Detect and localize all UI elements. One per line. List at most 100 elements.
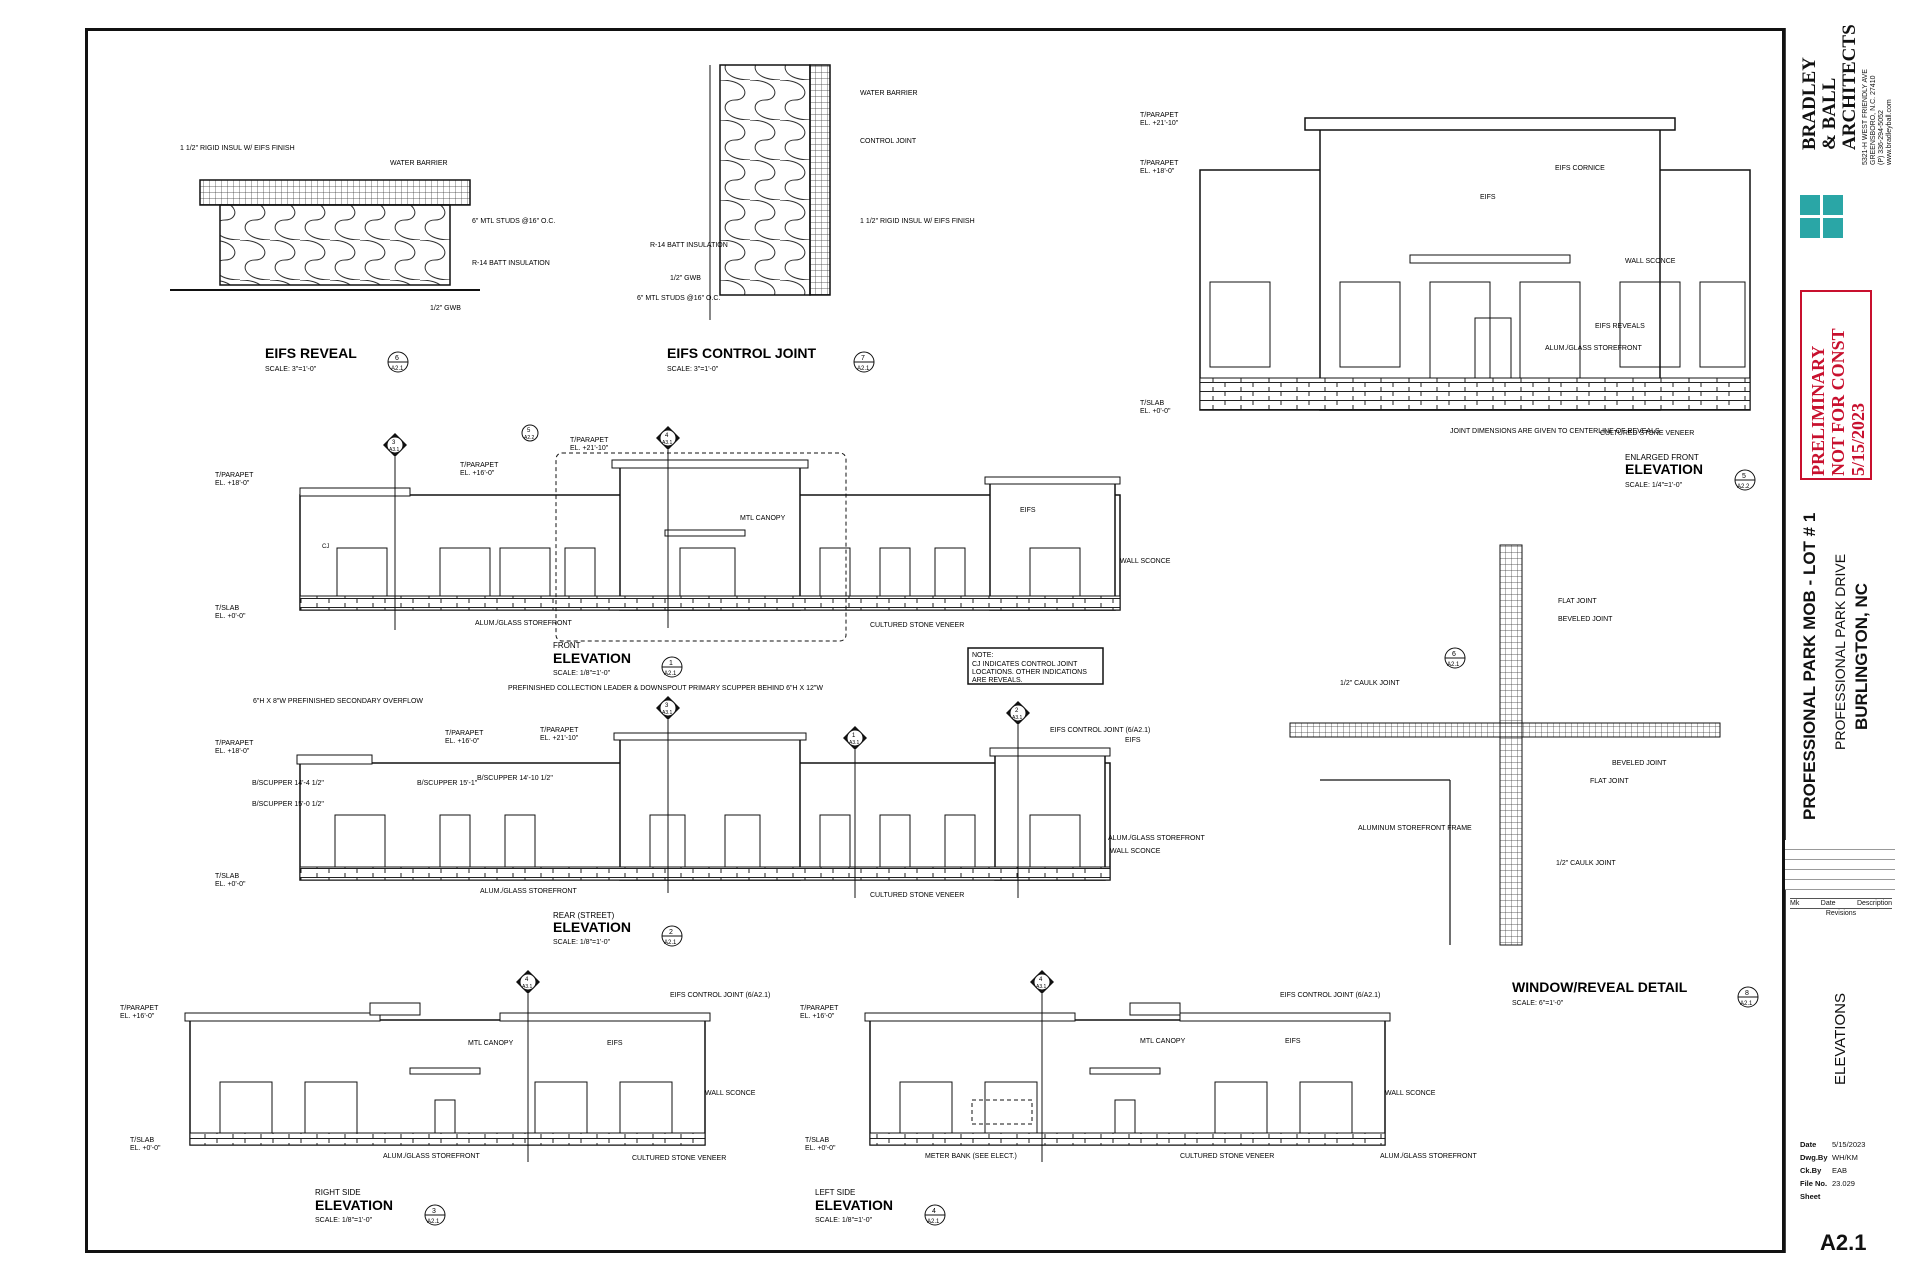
elevation-subtitle: LEFT SIDE: [815, 1188, 855, 1197]
detail-number: 6: [395, 355, 399, 362]
info-label: Date: [1800, 1140, 1817, 1149]
elevation-title: ELEVATION: [553, 650, 631, 666]
marker-sheet: A3.1: [849, 740, 860, 746]
detail-sheet: A2.1: [391, 366, 404, 372]
note: WATER BARRIER: [860, 90, 918, 97]
marker-number: 5: [527, 428, 531, 434]
note-text: ARE REVEALS.: [972, 677, 1023, 684]
note: BEVELED JOINT: [1612, 760, 1667, 767]
note: EIFS: [1480, 194, 1496, 201]
note: 1/2" GWB: [670, 275, 701, 282]
marker-number: 4: [525, 977, 529, 983]
note: ALUM./GLASS STOREFRONT: [475, 620, 572, 627]
detail-number: 1: [669, 660, 673, 667]
address-line: 5321-H WEST FRIENDLY AVE: [1862, 69, 1869, 165]
note-text: CJ INDICATES CONTROL JOINT: [972, 661, 1078, 668]
scupper-label: B/SCUPPER 14'-4 1/2": [252, 780, 324, 787]
elevation-title: ELEVATION: [553, 919, 631, 935]
level-label: T/PARAPET: [445, 730, 484, 737]
note: WATER BARRIER: [390, 160, 448, 167]
level-label: EL. +16'-0": [800, 1013, 835, 1020]
window-reveal-detail: FLAT JOINT BEVELED JOINT 1/2" CAULK JOIN…: [1289, 544, 1759, 1008]
elevation-subtitle: REAR (STREET): [553, 911, 615, 920]
note: CULTURED STONE VENEER: [1600, 430, 1694, 437]
level-label: T/SLAB: [1140, 400, 1164, 407]
detail-title: EIFS CONTROL JOINT: [667, 345, 817, 361]
note: WALL SCONCE: [705, 1090, 756, 1097]
marker-number: 1: [852, 733, 856, 739]
level-label: T/SLAB: [215, 873, 239, 880]
level-label: EL. +0'-0": [805, 1145, 836, 1152]
preliminary-stamp: PRELIMINARY NOT FOR CONST 5/15/2023: [1800, 290, 1872, 480]
revision-lines: [1785, 840, 1895, 890]
note: 1/2" CAULK JOINT: [1340, 680, 1400, 687]
note: 1/2" GWB: [430, 305, 461, 312]
marker-sheet: A3.1: [522, 984, 533, 990]
note: WALL SCONCE: [1120, 558, 1171, 565]
marker-sheet: A3.1: [662, 710, 673, 716]
info-label: Dwg.By: [1800, 1153, 1828, 1162]
level-label: T/SLAB: [805, 1137, 829, 1144]
detail-title: EIFS REVEAL: [265, 345, 357, 361]
marker-number: 3: [665, 703, 669, 709]
marker-number: 4: [665, 433, 669, 439]
note: WALL SCONCE: [1625, 258, 1676, 265]
project-title: PROFESSIONAL PARK MOB - LOT # 1: [1800, 512, 1819, 820]
note: CULTURED STONE VENEER: [870, 892, 964, 899]
info-value: 23.029: [1832, 1179, 1855, 1188]
level-label: EL. +21'-10": [540, 735, 579, 742]
note: EIFS: [607, 1040, 623, 1047]
eifs-reveal-detail: 1 1/2" RIGID INSUL W/ EIFS FINISH WATER …: [170, 145, 555, 373]
batt-insulation: [219, 204, 451, 286]
note: MTL CANOPY: [1140, 1038, 1186, 1045]
right-side-elevation: T/PARAPET EL. +16'-0" T/SLAB EL. +0'-0" …: [120, 992, 770, 1226]
note: ALUM./GLASS STOREFRONT: [383, 1153, 480, 1160]
detail-sheet: A2.1: [664, 940, 677, 946]
level-label: EL. +0'-0": [215, 881, 246, 888]
marker-sheet: A3.1: [662, 440, 673, 446]
note: EIFS CONTROL JOINT (6/A2.1): [670, 992, 770, 999]
level-label: T/SLAB: [215, 605, 239, 612]
level-label: T/PARAPET: [120, 1005, 159, 1012]
stamp-line: 5/15/2023: [1848, 402, 1868, 476]
project-street: PROFESSIONAL PARK DRIVE: [1832, 553, 1848, 750]
level-label: EL. +18'-0": [215, 480, 250, 487]
stamp-line: NOT FOR CONST: [1828, 328, 1848, 476]
left-side-elevation: T/PARAPET EL. +16'-0" T/SLAB EL. +0'-0" …: [800, 992, 1477, 1226]
note: FLAT JOINT: [1590, 778, 1629, 785]
elevation-scale: SCALE: 1/8"=1'-0": [553, 939, 611, 946]
note: MTL CANOPY: [468, 1040, 514, 1047]
info-label: Ck.By: [1800, 1166, 1822, 1175]
note: 6" MTL STUDS @16" O.C.: [637, 295, 720, 302]
level-label: EL. +18'-0": [1140, 168, 1175, 175]
note: EIFS CONTROL JOINT (6/A2.1): [1280, 992, 1380, 999]
eifs-control-joint-detail: WATER BARRIER CONTROL JOINT 1 1/2" RIGID…: [637, 64, 975, 373]
eifs-layer: [199, 179, 471, 206]
detail-sheet: A2.1: [927, 1219, 940, 1225]
revisions-table: Mk Date Description Revisions: [1790, 898, 1892, 917]
detail-sheet: A2.2: [1737, 484, 1750, 490]
marker-sheet: A3.1: [389, 447, 400, 453]
detail-scale: SCALE: 6"=1'-0": [1512, 1000, 1564, 1007]
note: BEVELED JOINT: [1558, 616, 1613, 623]
drawing-border: [85, 28, 1785, 1253]
marker-number: 4: [1039, 977, 1043, 983]
revisions-title: Revisions: [1825, 910, 1857, 917]
scupper-label: B/SCUPPER 15'-0 1/2": [252, 801, 324, 808]
detail-sheet: A2.1: [664, 671, 677, 677]
info-value: WH/KM: [1832, 1153, 1858, 1162]
marker-number: 2: [1015, 708, 1019, 714]
marker-number: 3: [392, 440, 396, 446]
level-label: EL. +21'-10": [1140, 120, 1179, 127]
detail-number: 8: [1745, 990, 1749, 997]
sheet-title: ELEVATIONS: [1832, 993, 1849, 1085]
elevation-scale: SCALE: 1/8"=1'-0": [315, 1217, 373, 1224]
note: ALUM./GLASS STOREFRONT: [1545, 345, 1642, 352]
project-city: BURLINGTON, NC: [1852, 582, 1871, 730]
elevation-subtitle: RIGHT SIDE: [315, 1188, 361, 1197]
note: 6"H X 8"W PREFINISHED SECONDARY OVERFLOW: [253, 698, 423, 705]
note-box: NOTE: CJ INDICATES CONTROL JOINT LOCATIO…: [967, 647, 1104, 685]
detail-sheet: A2.1: [1447, 662, 1460, 668]
elevation-scale: SCALE: 1/8"=1'-0": [815, 1217, 873, 1224]
